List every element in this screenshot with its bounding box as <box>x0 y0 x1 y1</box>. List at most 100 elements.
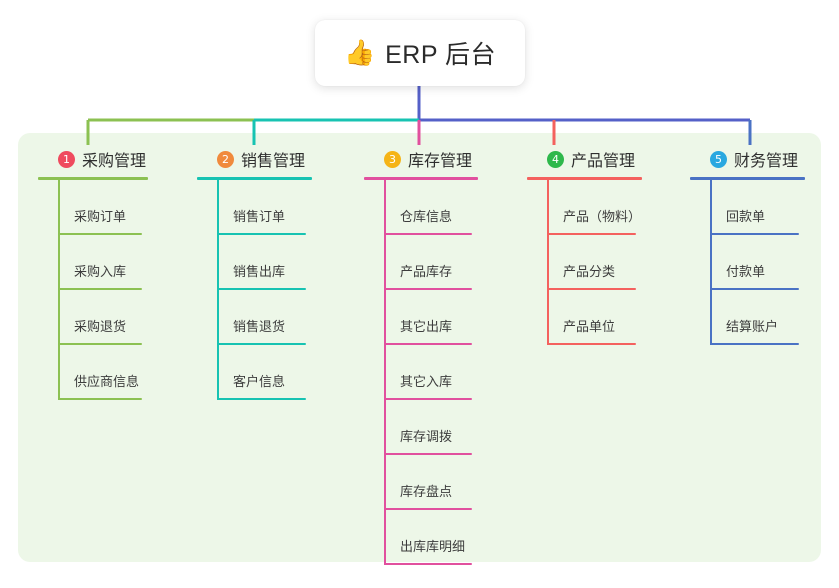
column-rule-5 <box>690 177 805 180</box>
column-title-4: 产品管理 <box>571 153 636 170</box>
menu-item-rule <box>217 233 306 235</box>
column-spine-2 <box>217 180 219 400</box>
number-badge-1: 1 <box>58 150 75 168</box>
menu-item-label: 结算账户 <box>726 319 779 334</box>
menu-item-label: 回款单 <box>726 209 766 224</box>
menu-item--3[interactable]: 产品单位 <box>527 290 642 345</box>
column-items-4: 产品（物料） 产品分类产品单位 <box>527 180 642 345</box>
menu-item-label: 库存调拨 <box>400 429 453 444</box>
menu-item-label: 客户信息 <box>233 374 286 389</box>
menu-item-label: 库存盘点 <box>400 484 453 499</box>
column-items-2: 销售订单销售出库销售退货客户信息 <box>197 180 312 400</box>
column-4: 4 产品管理产品（物料） 产品分类产品单位 <box>527 146 642 345</box>
column-header-4[interactable]: 4 产品管理 <box>527 146 642 172</box>
root-node-card[interactable]: 👍 ERP 后台 <box>315 20 525 86</box>
menu-item-rule <box>384 563 472 565</box>
menu-item--3[interactable]: 结算账户 <box>690 290 805 345</box>
menu-item-rule <box>384 233 472 235</box>
menu-item-label: 采购订单 <box>74 209 127 224</box>
menu-item-rule <box>217 398 306 400</box>
column-spine-3 <box>384 180 386 565</box>
menu-item-label: 其它出库 <box>400 319 453 334</box>
column-items-3: 仓库信息产品库存其它出库其它入库库存调拨库存盘点出库库明细 <box>364 180 478 565</box>
column-rule-4 <box>527 177 642 180</box>
menu-item-label: 出库库明细 <box>400 539 466 554</box>
menu-item-rule <box>384 288 472 290</box>
menu-item--4[interactable]: 其它入库 <box>364 345 478 400</box>
menu-item-rule <box>547 233 636 235</box>
column-header-5[interactable]: 5 财务管理 <box>690 146 805 172</box>
menu-item-rule <box>710 288 799 290</box>
menu-item-label: 仓库信息 <box>400 209 453 224</box>
number-badge-4: 4 <box>547 150 564 168</box>
menu-item-rule <box>217 343 306 345</box>
menu-item-label: 产品单位 <box>563 319 616 334</box>
menu-item--2[interactable]: 采购入库 <box>38 235 148 290</box>
column-header-2[interactable]: 2 销售管理 <box>197 146 312 172</box>
column-title-2: 销售管理 <box>241 153 306 170</box>
menu-item-rule <box>58 288 142 290</box>
menu-item-rule <box>58 233 142 235</box>
root-node-title: ERP 后台 <box>385 41 497 69</box>
column-rule-1 <box>38 177 148 180</box>
menu-item-label: 采购入库 <box>74 264 127 279</box>
menu-item-rule <box>547 288 636 290</box>
menu-item--2[interactable]: 产品分类 <box>527 235 642 290</box>
menu-item-label: 产品分类 <box>563 264 616 279</box>
column-items-1: 采购订单采购入库采购退货供应商信息 <box>38 180 148 400</box>
menu-item--2[interactable]: 产品库存 <box>364 235 478 290</box>
menu-item--1[interactable]: 采购订单 <box>38 180 148 235</box>
column-2: 2 销售管理销售订单销售出库销售退货客户信息 <box>197 146 312 400</box>
menu-item--4[interactable]: 客户信息 <box>197 345 312 400</box>
menu-item-label: 产品库存 <box>400 264 453 279</box>
menu-item-rule <box>58 398 142 400</box>
number-badge-5: 5 <box>710 150 727 168</box>
menu-item--6[interactable]: 库存盘点 <box>364 455 478 510</box>
column-1: 1 采购管理采购订单采购入库采购退货供应商信息 <box>38 146 148 400</box>
menu-item-label: 产品（物料） <box>563 209 642 224</box>
menu-item--3[interactable]: 采购退货 <box>38 290 148 345</box>
column-title-1: 采购管理 <box>82 153 147 170</box>
column-header-1[interactable]: 1 采购管理 <box>38 146 148 172</box>
number-badge-2: 2 <box>217 150 234 168</box>
menu-item--3[interactable]: 销售退货 <box>197 290 312 345</box>
column-spine-5 <box>710 180 712 345</box>
column-spine-1 <box>58 180 60 400</box>
menu-item--3[interactable]: 其它出库 <box>364 290 478 345</box>
menu-item--1[interactable]: 回款单 <box>690 180 805 235</box>
column-title-5: 财务管理 <box>734 153 799 170</box>
menu-item-rule <box>710 343 799 345</box>
menu-item-label: 付款单 <box>726 264 766 279</box>
menu-item--4[interactable]: 供应商信息 <box>38 345 148 400</box>
column-items-5: 回款单付款单结算账户 <box>690 180 805 345</box>
menu-item--2[interactable]: 付款单 <box>690 235 805 290</box>
menu-item-label: 其它入库 <box>400 374 453 389</box>
menu-item-rule <box>384 343 472 345</box>
menu-item--1[interactable]: 销售订单 <box>197 180 312 235</box>
menu-item-rule <box>384 508 472 510</box>
menu-item-rule <box>547 343 636 345</box>
modules-panel <box>18 133 821 562</box>
menu-item--2[interactable]: 销售出库 <box>197 235 312 290</box>
column-rule-2 <box>197 177 312 180</box>
menu-item-label: 供应商信息 <box>74 374 140 389</box>
column-spine-4 <box>547 180 549 345</box>
column-rule-3 <box>364 177 478 180</box>
menu-item-rule <box>384 453 472 455</box>
menu-item--7[interactable]: 出库库明细 <box>364 510 478 565</box>
menu-item--5[interactable]: 库存调拨 <box>364 400 478 455</box>
menu-item-label: 采购退货 <box>74 319 127 334</box>
menu-item-label: 销售订单 <box>233 209 286 224</box>
menu-item-rule <box>217 288 306 290</box>
menu-item-label: 销售退货 <box>233 319 286 334</box>
menu-item--1[interactable]: 产品（物料） <box>527 180 642 235</box>
thumbs-up-icon: 👍 <box>343 38 376 67</box>
menu-item--1[interactable]: 仓库信息 <box>364 180 478 235</box>
menu-item-rule <box>58 343 142 345</box>
menu-item-label: 销售出库 <box>233 264 286 279</box>
column-5: 5 财务管理回款单付款单结算账户 <box>690 146 805 345</box>
menu-item-rule <box>710 233 799 235</box>
